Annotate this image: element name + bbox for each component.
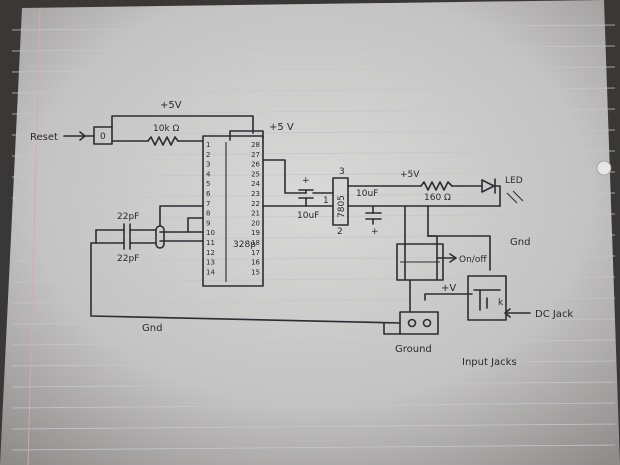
ruled-line bbox=[11, 360, 616, 367]
regulator-label: 7805 bbox=[337, 195, 347, 218]
chip-pin-number: 24 bbox=[251, 180, 260, 188]
ruled-lines bbox=[11, 24, 616, 451]
cap-10uf-left-plus: + bbox=[302, 176, 310, 186]
ground-label: Ground bbox=[395, 344, 432, 355]
ruled-line bbox=[11, 213, 616, 220]
chip-pin-number: 2 bbox=[206, 151, 210, 159]
chip-pin-number: 17 bbox=[251, 249, 260, 257]
ruled-line bbox=[11, 276, 616, 283]
regulator-7805 bbox=[332, 177, 349, 226]
led-branch: +5V 160 Ω LED bbox=[400, 170, 524, 207]
chip-pin-number: 13 bbox=[206, 259, 215, 267]
chip-pin-number: 15 bbox=[251, 268, 260, 276]
reset-header bbox=[93, 126, 113, 145]
chip-pin-number: 28 bbox=[251, 141, 260, 149]
ruled-line bbox=[11, 24, 616, 31]
ruled-line bbox=[11, 192, 616, 199]
cap-10uf-right-plus: + bbox=[371, 227, 379, 237]
chip-pin-number: 26 bbox=[251, 161, 260, 169]
resistor-10k-label: 10k Ω bbox=[153, 124, 180, 134]
dc-jack-body bbox=[467, 275, 507, 321]
pullup-network: +5V 10k Ω +5 V bbox=[111, 100, 294, 146]
chip-pin-number: 14 bbox=[206, 268, 215, 276]
ruled-line bbox=[11, 45, 616, 52]
ground-jack: Ground Input Jacks bbox=[383, 311, 517, 368]
input-jacks-label: Input Jacks bbox=[462, 357, 517, 368]
cap-22pf-top-label: 22pF bbox=[117, 212, 139, 222]
regulator-pin-right: 2 bbox=[337, 227, 343, 237]
regulator-pin-left: 1 bbox=[323, 196, 329, 206]
gnd-right-label: Gnd bbox=[510, 237, 530, 248]
plus-v-label: +V bbox=[441, 283, 456, 294]
jack-pin-k: k bbox=[498, 298, 504, 308]
cap-10uf-left-label: 10uF bbox=[297, 211, 319, 221]
reset-input: Reset 0 bbox=[30, 126, 113, 145]
ruled-line bbox=[11, 444, 616, 451]
chip-pin-number: 9 bbox=[206, 219, 210, 227]
chip-label: 328p bbox=[233, 240, 256, 250]
switch-body bbox=[396, 243, 444, 281]
plus5v-top-label: +5V bbox=[160, 100, 182, 111]
plus5v-right-label: +5 V bbox=[269, 122, 294, 133]
cap-22pf-bottom-label: 22pF bbox=[117, 254, 139, 264]
chip-pin-number: 22 bbox=[251, 200, 260, 208]
switch-label: On/off bbox=[459, 255, 487, 265]
chip-pin-number: 16 bbox=[251, 259, 260, 267]
cap-10uf-right-label: 10uF bbox=[356, 189, 378, 199]
ruled-line bbox=[11, 381, 616, 388]
ruled-line bbox=[11, 255, 616, 262]
ruled-line bbox=[11, 87, 616, 94]
ruled-line bbox=[11, 402, 616, 409]
chip-pin-number: 7 bbox=[206, 200, 210, 208]
chip-pin-number: 8 bbox=[206, 210, 210, 218]
ground-rail: Gnd bbox=[90, 217, 401, 334]
resistor-160-label: 160 Ω bbox=[424, 193, 451, 203]
chip-pin-number: 10 bbox=[206, 229, 215, 237]
reset-label: Reset bbox=[30, 132, 58, 143]
ruled-line bbox=[11, 423, 616, 430]
chip-pin-number: 11 bbox=[206, 239, 215, 247]
ruled-line bbox=[11, 108, 616, 115]
led-label: LED bbox=[505, 176, 523, 186]
punch-hole bbox=[596, 160, 612, 176]
regulator-section: + 10uF 7805 3 1 2 + 10uF bbox=[262, 159, 501, 237]
resistor-160 bbox=[420, 181, 453, 191]
chip-pin-number: 12 bbox=[206, 249, 215, 257]
ruled-line bbox=[11, 66, 616, 73]
chip-pin-number: 3 bbox=[206, 161, 210, 169]
plus5v-led-label: +5V bbox=[400, 170, 420, 180]
chip-pin-number: 1 bbox=[206, 141, 210, 149]
ruled-line bbox=[11, 171, 616, 178]
dc-jack: +V k DC Jack bbox=[424, 275, 573, 321]
chip-pin-number: 20 bbox=[251, 219, 260, 227]
chip-pin-number: 4 bbox=[206, 170, 211, 178]
chip-pin-number: 18 bbox=[251, 239, 260, 247]
led-symbol bbox=[481, 179, 495, 193]
power-switch: On/off Gnd bbox=[396, 205, 530, 313]
chip-pin-number: 27 bbox=[251, 151, 260, 159]
ruled-line bbox=[11, 150, 616, 157]
chip-pin-number: 23 bbox=[251, 190, 260, 198]
reset-header-pin: 0 bbox=[100, 132, 106, 142]
regulator-pin-top: 3 bbox=[339, 167, 345, 177]
margin-line bbox=[27, 7, 41, 465]
chip-pin-number: 5 bbox=[206, 180, 210, 188]
resistor-10k bbox=[147, 136, 179, 146]
ground-jack-body bbox=[399, 311, 439, 335]
ruled-line bbox=[11, 297, 616, 304]
ruled-line bbox=[11, 234, 616, 241]
gnd-bottom-label: Gnd bbox=[142, 323, 162, 334]
chip-pin-number: 6 bbox=[206, 190, 211, 198]
oscillator-network: 22pF 22pF bbox=[95, 205, 204, 264]
chip-pin-number: 25 bbox=[251, 170, 260, 178]
chip-pin-number: 19 bbox=[251, 229, 260, 237]
dc-jack-label: DC Jack bbox=[535, 309, 573, 320]
chip-pin-number: 21 bbox=[251, 210, 260, 218]
ruled-line bbox=[11, 339, 616, 346]
